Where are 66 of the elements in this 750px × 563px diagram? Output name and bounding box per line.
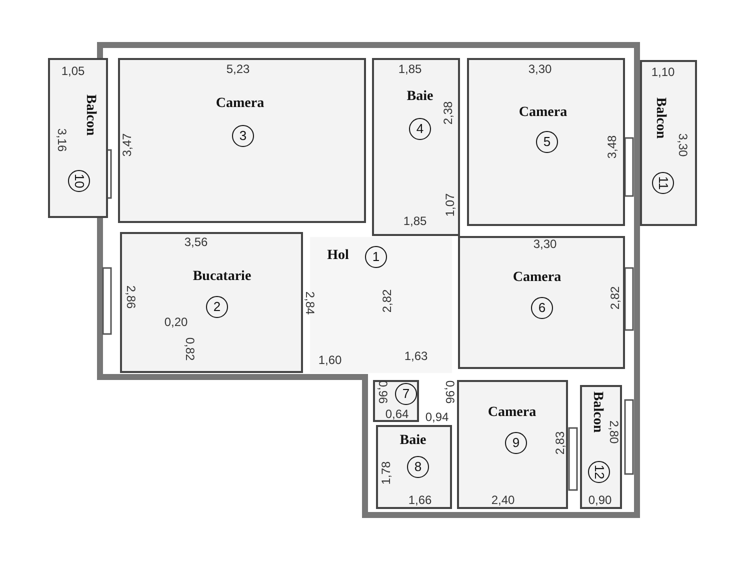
dimension-label: 2,38 [441, 101, 455, 125]
dimension-label: 1,78 [379, 461, 393, 485]
dimension-label: 1,10 [651, 65, 675, 79]
room-name: Balcon [82, 94, 98, 136]
room-outline [118, 58, 366, 223]
room-number: 9 [505, 432, 527, 454]
room-outline [373, 380, 419, 422]
room-number: 12 [588, 461, 610, 483]
room-outline [376, 425, 452, 509]
room-outline [640, 60, 697, 226]
room-name: Baie [406, 89, 434, 105]
room-number: 5 [536, 131, 558, 153]
dimension-label: 1,63 [404, 349, 428, 363]
room-name: Camera [512, 270, 562, 286]
dimension-label: 1,60 [318, 353, 342, 367]
dimension-label: 1,07 [443, 193, 457, 217]
dimension-label: 1,05 [61, 64, 85, 78]
room-name: Baie [400, 433, 426, 449]
room-outline [580, 385, 622, 509]
dimension-label: 0,64 [385, 407, 409, 421]
room-number: 3 [232, 125, 254, 147]
room-number: 6 [531, 297, 553, 319]
room-outline [458, 236, 625, 369]
dimension-label: 2,80 [607, 420, 621, 444]
dimension-label: 3,48 [605, 135, 619, 159]
room-name: Camera [518, 105, 568, 121]
room-number: 11 [652, 172, 674, 194]
room-outline [457, 380, 568, 509]
dimension-label: 2,83 [553, 431, 567, 455]
dimension-label: 1,85 [398, 62, 422, 76]
room-name: Balcon [652, 97, 668, 139]
room-name: Bucatarie [192, 269, 252, 285]
dimension-label: 0,94 [425, 410, 449, 424]
room-outline [372, 58, 460, 236]
dimension-label: 2,40 [491, 493, 515, 507]
dimension-label: 2,86 [124, 285, 138, 309]
dimension-label: 3,30 [676, 133, 690, 157]
dimension-label: 2,84 [303, 291, 317, 315]
dimension-label: 3,16 [55, 128, 69, 152]
dimension-label: 3,56 [184, 235, 208, 249]
room-number: 7 [395, 383, 417, 405]
room-number: 4 [409, 118, 431, 140]
room-number: 8 [407, 456, 429, 478]
dimension-label: 2,82 [608, 286, 622, 310]
room-outline [467, 58, 625, 226]
dimension-label: 0,20 [164, 315, 188, 329]
dimension-label: 3,30 [533, 237, 557, 251]
dimension-label: 3,30 [528, 62, 552, 76]
room-name: Hol [327, 248, 349, 264]
dimension-label: 1,66 [408, 493, 432, 507]
room-outline [120, 232, 303, 373]
dimension-label: 1,85 [403, 214, 427, 228]
room-outline [48, 58, 108, 218]
dimension-label: 0,96 [443, 380, 457, 404]
room-name: Camera [488, 405, 536, 421]
dimension-label: 5,23 [226, 62, 250, 76]
dimension-label: 2,82 [380, 289, 394, 313]
dimension-label: 0,90 [588, 493, 612, 507]
room-number: 1 [365, 246, 387, 268]
room-name: Camera [216, 96, 264, 112]
room-name: Balcon [589, 391, 605, 433]
dimension-label: 0,82 [183, 337, 197, 361]
room-number: 10 [68, 170, 90, 192]
dimension-label: 3,47 [120, 133, 134, 157]
dimension-label: 0,96 [376, 380, 390, 404]
room-number: 2 [206, 296, 228, 318]
